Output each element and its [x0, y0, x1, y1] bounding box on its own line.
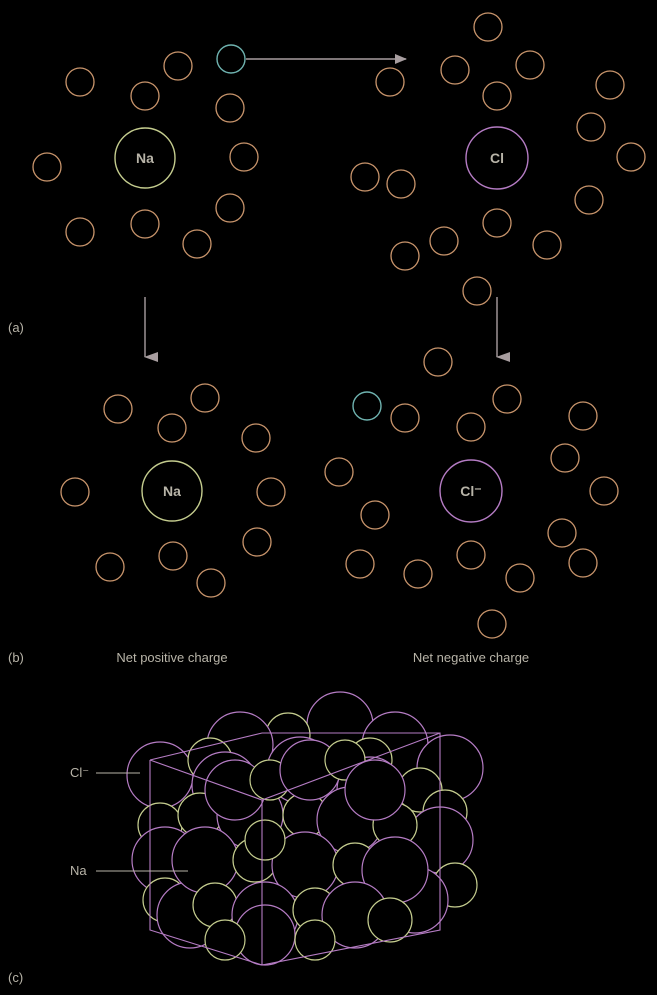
caption-positive: Net positive charge [116, 650, 227, 665]
panel-label-c: (c) [8, 970, 23, 985]
electron [241, 423, 271, 453]
cl-electrons-b [324, 347, 619, 639]
electron [482, 208, 512, 238]
electron [60, 477, 90, 507]
electron [130, 209, 160, 239]
na-electrons-b [60, 383, 286, 598]
gained-electron [352, 391, 382, 421]
na-nucleus-b [141, 460, 203, 522]
electron [568, 548, 598, 578]
panel-b: Na Cl⁻ [8, 347, 619, 665]
electron [595, 70, 625, 100]
electron [65, 67, 95, 97]
transferring-electron [216, 44, 246, 74]
electron [550, 443, 580, 473]
na-label-a: Na [136, 150, 154, 166]
electron [589, 476, 619, 506]
panel-a: Na Cl [8, 12, 646, 362]
electron [568, 401, 598, 431]
cl-nucleus-b [439, 459, 503, 523]
caption-negative: Net negative charge [413, 650, 529, 665]
electron [157, 413, 187, 443]
electron [215, 93, 245, 123]
electron [196, 568, 226, 598]
electron [576, 112, 606, 142]
na-electrons-a [32, 51, 259, 259]
na-ion [244, 819, 286, 861]
electron [440, 55, 470, 85]
cl-ion-b: Cl⁻ [324, 347, 619, 639]
electron [158, 541, 188, 571]
electron [215, 193, 245, 223]
na-ion-b: Na [60, 383, 286, 598]
electron [574, 185, 604, 215]
electron [360, 500, 390, 530]
nacl-lattice [126, 691, 484, 966]
electron [182, 229, 212, 259]
electron [429, 226, 459, 256]
panel-label-a: (a) [8, 320, 24, 335]
cl-electrons-a [350, 12, 646, 306]
electron [103, 394, 133, 424]
electron [532, 230, 562, 260]
cl-atom-a: Cl [350, 12, 646, 306]
electron [462, 276, 492, 306]
electron [456, 540, 486, 570]
panel-c: Cl⁻ Na (c) [8, 691, 484, 985]
cl-ion [171, 826, 239, 894]
cl-ion [344, 759, 406, 821]
electron [505, 563, 535, 593]
electron [256, 477, 286, 507]
electron [403, 559, 433, 589]
na-ion [367, 897, 413, 943]
electron [130, 81, 160, 111]
na-label-b: Na [163, 483, 181, 499]
electron [229, 142, 259, 172]
electron [350, 162, 380, 192]
electron [324, 457, 354, 487]
electron [456, 412, 486, 442]
electron [473, 12, 503, 42]
na-ion [294, 919, 336, 961]
cl-nucleus-a [465, 126, 529, 190]
electron [477, 609, 507, 639]
na-atom-a: Na [32, 44, 259, 259]
electron [375, 67, 405, 97]
lattice-label-sodium: Na [70, 863, 87, 878]
electron [386, 169, 416, 199]
cl-label-b: Cl⁻ [460, 483, 481, 499]
electron [423, 347, 453, 377]
electron [515, 50, 545, 80]
electron [163, 51, 193, 81]
lattice-label-chloride: Cl⁻ [70, 765, 89, 780]
electron [32, 152, 62, 182]
electron [345, 549, 375, 579]
electron [616, 142, 646, 172]
electron [492, 384, 522, 414]
electron [547, 518, 577, 548]
unit-cell-outline [149, 732, 441, 966]
electron [242, 527, 272, 557]
electron [65, 217, 95, 247]
electron [390, 403, 420, 433]
electron [390, 241, 420, 271]
electron [482, 81, 512, 111]
electron [95, 552, 125, 582]
electron [190, 383, 220, 413]
panel-label-b: (b) [8, 650, 24, 665]
cl-label-a: Cl [490, 150, 504, 166]
na-nucleus-a [114, 127, 176, 189]
